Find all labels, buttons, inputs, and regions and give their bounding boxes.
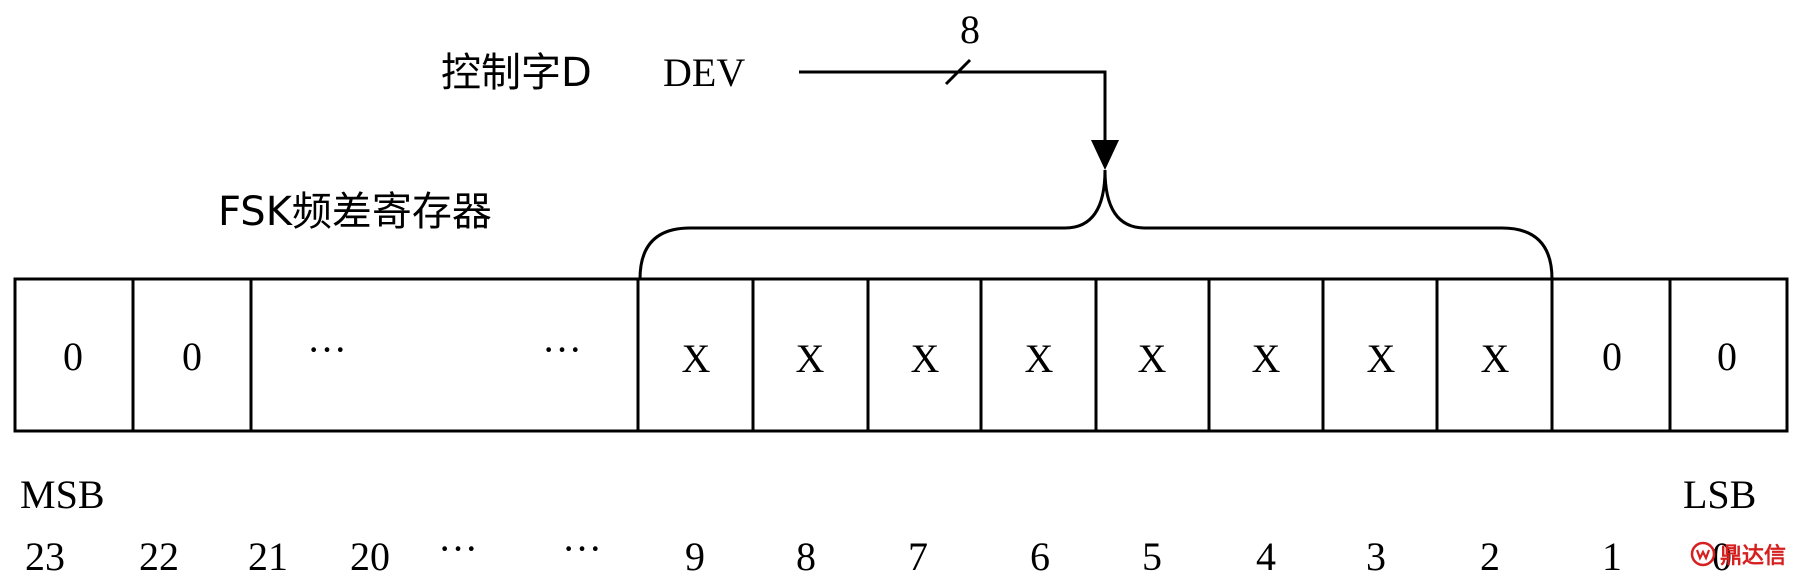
register-cell: X — [1138, 336, 1167, 381]
bit-index: 22 — [139, 534, 179, 579]
bit-index: 9 — [685, 534, 705, 579]
register-cell: X — [796, 336, 825, 381]
bit-index: 3 — [1366, 534, 1386, 579]
bit-index: 23 — [25, 534, 65, 579]
register-cell: 0 — [63, 334, 83, 379]
bit-index: 7 — [908, 534, 928, 579]
register-cell: X — [1367, 336, 1396, 381]
register-cell: X — [1481, 336, 1510, 381]
bus-width-label: 8 — [960, 7, 980, 52]
watermark-logo-icon — [1690, 541, 1716, 567]
register-cell: 0 — [1602, 334, 1622, 379]
bit-index: 20 — [350, 534, 390, 579]
bit-field-brace — [638, 169, 1554, 280]
bit-index: 0 — [1712, 534, 1732, 579]
register-cell: X — [911, 336, 940, 381]
bit-index-row: 23 22 21 20 ··· ··· 9 8 7 6 5 4 3 2 1 0 — [25, 526, 1732, 579]
register-cell-ellipsis: ··· — [307, 327, 347, 372]
msb-label: MSB — [20, 472, 105, 517]
bit-index: 4 — [1256, 534, 1276, 579]
register-cells: 0 0 ··· ··· X X X X X X X X 0 0 — [63, 327, 1737, 381]
control-word-dev-label: DEV — [663, 50, 745, 95]
bus-arrowhead — [1091, 140, 1119, 170]
bit-index: 5 — [1142, 534, 1162, 579]
bit-index-ellipsis: ··· — [438, 526, 478, 571]
register-box — [13, 277, 1789, 433]
register-cell: X — [682, 336, 711, 381]
register-cell: 0 — [182, 334, 202, 379]
control-bus-line — [799, 70, 1107, 150]
cell-dividers — [131, 279, 1672, 431]
bit-index: 21 — [248, 534, 288, 579]
bit-index-ellipsis: ··· — [562, 526, 602, 571]
watermark: 鼎达信 — [1690, 538, 1786, 570]
bit-index: 6 — [1030, 534, 1050, 579]
register-cell: X — [1252, 336, 1281, 381]
register-cell: X — [1025, 336, 1054, 381]
bus-width-slash — [944, 58, 972, 86]
register-cell-ellipsis: ··· — [542, 327, 582, 372]
bit-index: 1 — [1602, 534, 1622, 579]
watermark-text: 鼎达信 — [1719, 544, 1786, 569]
bit-index: 8 — [796, 534, 816, 579]
lsb-label: LSB — [1683, 472, 1756, 517]
control-word-label: 控制字D — [441, 50, 592, 96]
register-title: FSK频差寄存器 — [218, 189, 492, 235]
bit-index: 2 — [1480, 534, 1500, 579]
register-cell: 0 — [1717, 334, 1737, 379]
